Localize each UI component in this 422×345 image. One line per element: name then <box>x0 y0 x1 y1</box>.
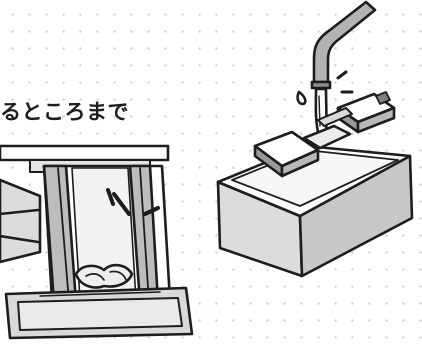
battery-refill-faucet-icon <box>0 0 422 345</box>
